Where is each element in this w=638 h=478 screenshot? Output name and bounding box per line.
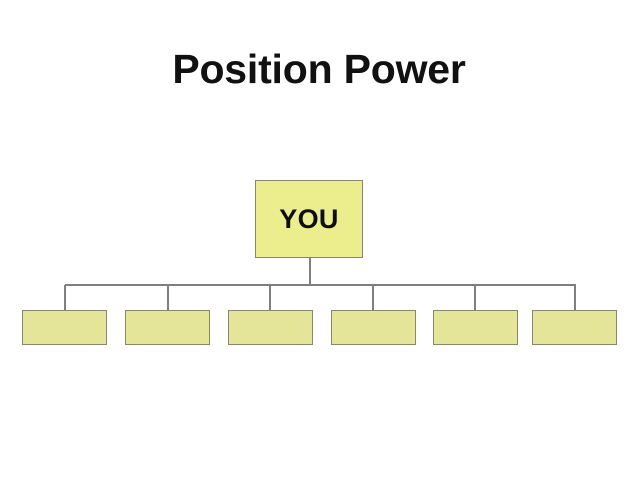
connector-bus xyxy=(65,284,576,286)
org-node-child-1[interactable] xyxy=(22,310,107,345)
org-node-child-5[interactable] xyxy=(433,310,518,345)
org-node-child-6[interactable] xyxy=(532,310,617,345)
connector-root-stem xyxy=(309,258,311,285)
org-node-child-2[interactable] xyxy=(125,310,210,345)
connector-drop-2 xyxy=(167,285,169,310)
org-node-root[interactable]: YOU xyxy=(255,180,363,258)
connector-drop-4 xyxy=(372,285,374,310)
connector-drop-6 xyxy=(574,285,576,310)
connector-drop-5 xyxy=(474,285,476,310)
connector-drop-3 xyxy=(269,285,271,310)
org-node-child-4[interactable] xyxy=(331,310,416,345)
org-node-child-3[interactable] xyxy=(228,310,313,345)
page-title: Position Power xyxy=(172,46,466,92)
org-node-root-label: YOU xyxy=(279,203,339,234)
connector-drop-1 xyxy=(64,285,66,310)
